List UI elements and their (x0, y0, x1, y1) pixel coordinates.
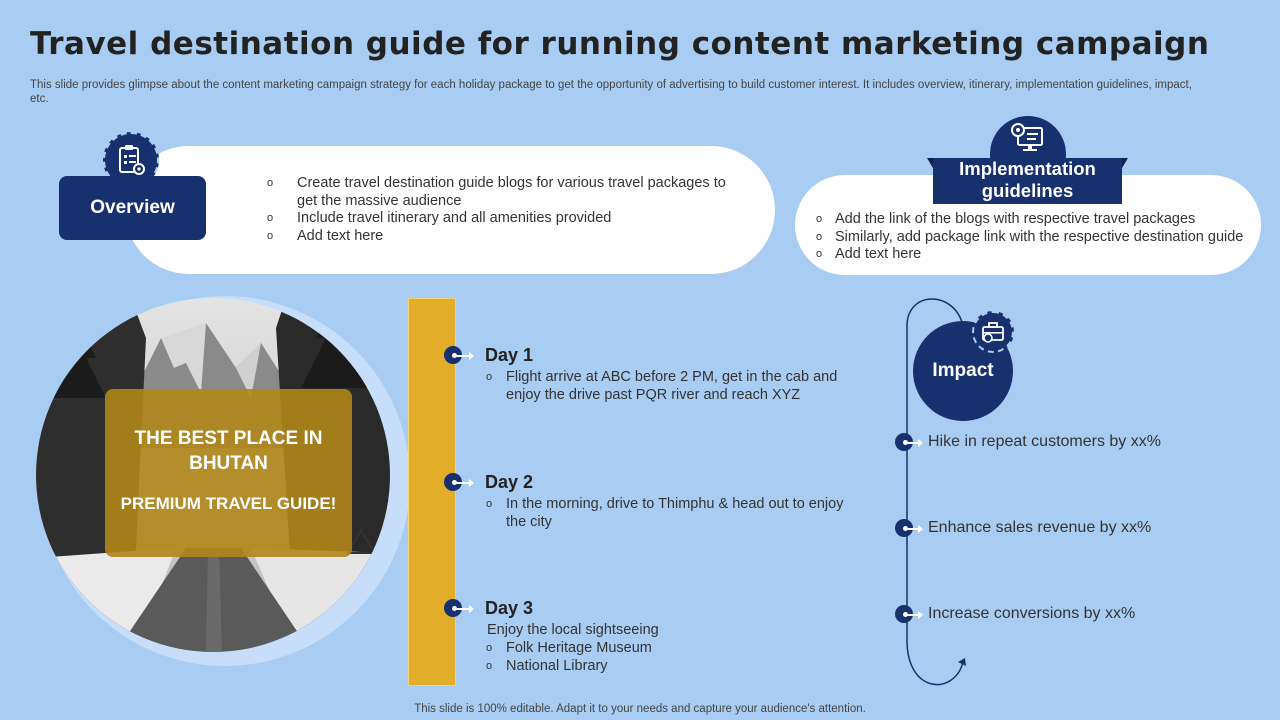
day-1-list: Flight arrive at ABC before 2 PM, get in… (486, 369, 856, 404)
arrow-icon (906, 525, 923, 533)
arrow-icon (455, 352, 474, 360)
arrow-icon (906, 439, 923, 447)
list-item: Include travel itinerary and all ameniti… (267, 210, 747, 228)
list-item: Add text here (267, 228, 747, 246)
list-item: Flight arrive at ABC before 2 PM, get in… (486, 369, 856, 404)
day-3-intro: Enjoy the local sightseeing (487, 622, 659, 638)
card-tagline: PREMIUM TRAVEL GUIDE! (120, 494, 337, 513)
list-item: National Library (486, 658, 856, 676)
day-2-title: Day 2 (485, 472, 534, 492)
overview-list: Create travel destination guide blogs fo… (267, 175, 747, 245)
marker-dot (452, 353, 457, 358)
list-item: Add the link of the blogs with respectiv… (816, 211, 1256, 229)
card-headline: THE BEST PLACE IN BHUTAN (134, 428, 323, 474)
impact-connector-line (906, 298, 966, 686)
impact-item: Enhance sales revenue by xx% (928, 519, 1152, 536)
list-item: Create travel destination guide blogs fo… (267, 175, 747, 210)
list-item: Add text here (816, 246, 1256, 264)
impact-item: Hike in repeat customers by xx% (928, 433, 1161, 450)
arrow-icon (455, 605, 474, 613)
day-3-title: Day 3 (485, 598, 534, 618)
marker-dot (452, 480, 457, 485)
marker-dot (903, 612, 908, 617)
footer-note: This slide is 100% editable. Adapt it to… (414, 703, 866, 715)
list-item: Folk Heritage Museum (486, 640, 856, 658)
implementation-label: Implementation guidelines (927, 158, 1128, 204)
day-3-list: Folk Heritage Museum National Library (486, 640, 856, 675)
day-2-list: In the morning, drive to Thimphu & head … (486, 496, 856, 531)
list-item: In the morning, drive to Thimphu & head … (486, 496, 856, 531)
list-item: Similarly, add package link with the res… (816, 229, 1256, 247)
arrow-icon (455, 479, 474, 487)
implementation-list: Add the link of the blogs with respectiv… (816, 211, 1256, 264)
marker-dot (903, 526, 908, 531)
marker-dot (452, 606, 457, 611)
page-title: Travel destination guide for running con… (30, 26, 1210, 62)
destination-card: THE BEST PLACE IN BHUTAN PREMIUM TRAVEL … (105, 389, 352, 557)
marker-dot (903, 440, 908, 445)
monitor-gear-icon (990, 116, 1066, 158)
day-1-title: Day 1 (485, 345, 534, 365)
briefcase-gear-icon (972, 311, 1014, 353)
impact-item: Increase conversions by xx% (928, 605, 1136, 622)
arrow-icon (906, 611, 923, 619)
overview-label: Overview (59, 176, 206, 240)
page-subtitle: This slide provides glimpse about the co… (30, 79, 1192, 105)
